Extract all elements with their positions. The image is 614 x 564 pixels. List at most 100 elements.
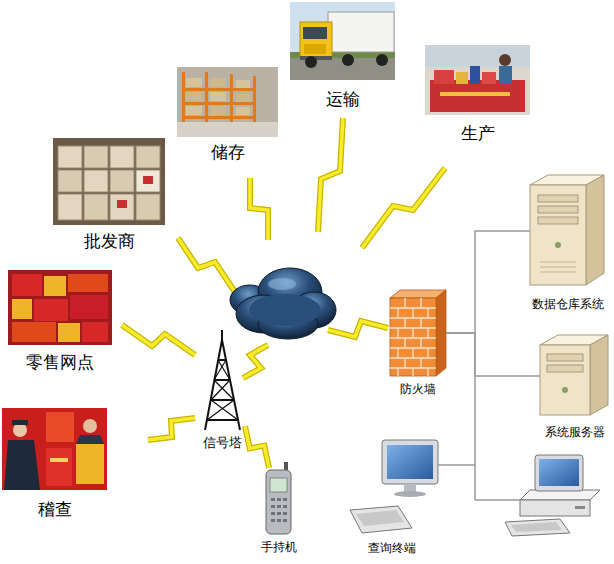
- worker-head: [499, 54, 511, 66]
- handset: [266, 462, 291, 534]
- goods: [46, 448, 72, 486]
- box: [186, 92, 202, 101]
- trailer: [328, 12, 394, 52]
- label-mark: [117, 200, 127, 208]
- node-label: 手持机: [261, 540, 297, 554]
- node-label: 系统服务器: [545, 425, 605, 439]
- goods: [76, 444, 104, 484]
- lightning-bolt: [122, 325, 195, 355]
- table: [430, 80, 525, 112]
- photo-ground: [425, 45, 530, 115]
- icon-node: 系统服务器: [540, 335, 610, 417]
- icon-node: 零售网点: [8, 270, 112, 345]
- box: [84, 194, 108, 220]
- goods: [44, 276, 66, 296]
- cloud-core: [249, 294, 321, 326]
- rack-beam: [182, 88, 256, 91]
- box: [210, 106, 226, 115]
- grill: [304, 44, 326, 54]
- connector-line: [446, 333, 540, 376]
- lightning-bolt: [318, 118, 343, 232]
- lightning-bolt: [250, 178, 268, 240]
- key: [277, 498, 281, 501]
- photo-ground: [8, 270, 112, 345]
- key: [283, 498, 287, 501]
- lightning-outline: [245, 426, 269, 468]
- tower-bar: [207, 419, 238, 421]
- windshield: [303, 27, 327, 39]
- storage-photo: [177, 67, 278, 137]
- key: [271, 512, 275, 515]
- goods: [68, 274, 108, 292]
- rack-post: [230, 74, 233, 122]
- warehouse-server: [530, 175, 604, 285]
- icon-node: 查询终端: [345, 440, 438, 535]
- monitor-screen: [539, 459, 579, 486]
- icon-node: 数据仓库系统: [530, 175, 606, 287]
- inspection-photo: [2, 408, 107, 490]
- label-mark: [143, 176, 153, 184]
- monitor-stand: [404, 484, 416, 492]
- key: [271, 519, 275, 522]
- box: [136, 194, 160, 220]
- connector-line: [438, 333, 475, 465]
- box: [210, 78, 226, 87]
- inspector-body: [76, 435, 104, 444]
- firewall-icon: [390, 290, 446, 376]
- icon-node: 手持机: [265, 468, 293, 536]
- inspector-cap: [12, 420, 28, 425]
- keys: [356, 510, 404, 526]
- lightning-bolts: [122, 118, 445, 440]
- brick-lines: [390, 298, 436, 376]
- tower-bar: [214, 379, 230, 381]
- icon-node: 储存: [177, 67, 278, 137]
- lightning-bolt: [328, 321, 388, 337]
- goods: [58, 323, 80, 342]
- lightning-bolt: [243, 345, 268, 378]
- goods: [12, 274, 42, 296]
- truck-cab: [300, 22, 332, 58]
- wheel: [342, 54, 354, 66]
- drive-bay: [538, 217, 578, 224]
- query-terminal: [350, 440, 438, 533]
- icon-node: 信号塔: [200, 338, 245, 432]
- power-button: [555, 242, 561, 248]
- icon-node: 批发商: [53, 138, 165, 225]
- rack-beam: [182, 116, 256, 119]
- retail-photo: [8, 270, 112, 345]
- goods: [12, 299, 32, 319]
- lightning-bolt: [245, 426, 269, 468]
- firework-pack: [482, 72, 496, 84]
- node-label: 防火墙: [400, 382, 436, 396]
- goods: [12, 322, 56, 342]
- keys: [511, 522, 562, 532]
- connector: [438, 333, 475, 465]
- antenna: [221, 330, 223, 340]
- lightning-bolt: [328, 321, 388, 337]
- gold-strip: [440, 92, 510, 96]
- lightning-bolt: [148, 418, 195, 440]
- key: [271, 505, 275, 508]
- box: [236, 94, 250, 102]
- bus-line: [475, 499, 520, 501]
- case-front: [530, 185, 586, 285]
- firework-pack: [434, 70, 454, 84]
- node-label: 查询终端: [368, 541, 416, 555]
- rack-beam: [182, 102, 256, 105]
- node-label: 信号塔: [203, 435, 242, 451]
- lightning-bolt: [362, 168, 445, 248]
- handset-body: [266, 470, 291, 534]
- keyboard: [350, 506, 412, 533]
- box: [110, 170, 134, 192]
- box: [136, 170, 160, 192]
- drive-bay: [538, 195, 578, 202]
- box: [110, 146, 134, 168]
- photo-ground: [177, 67, 278, 137]
- box: [84, 146, 108, 168]
- floor: [177, 122, 278, 137]
- box: [210, 92, 226, 101]
- tower-brace: [211, 380, 230, 400]
